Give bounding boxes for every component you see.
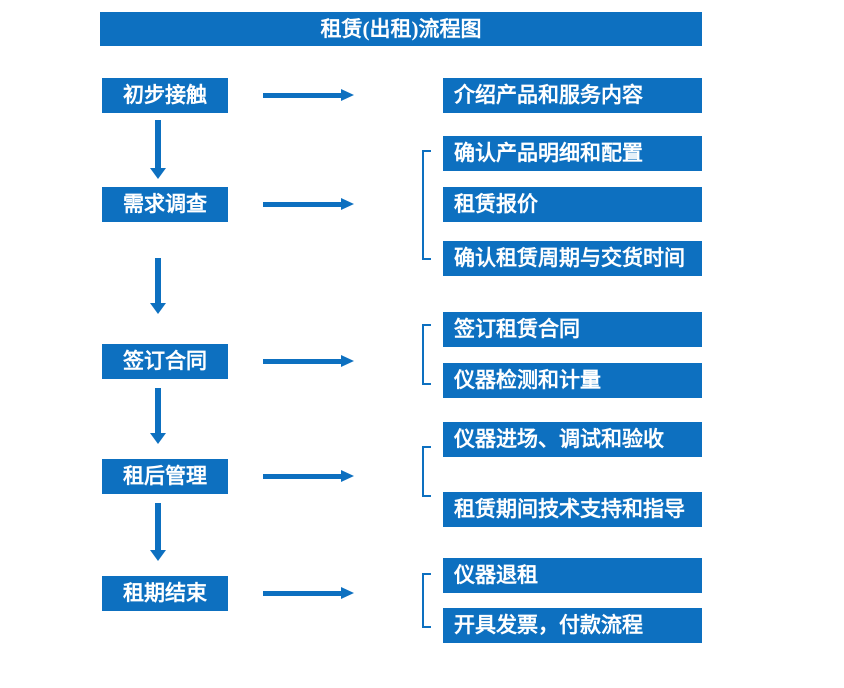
detail-box-confirm-period: 确认租赁周期与交货时间 <box>443 241 702 276</box>
down-arrow-icon <box>150 258 166 314</box>
step-box-needs-survey: 需求调查 <box>102 187 228 222</box>
down-arrow-icon <box>150 120 166 179</box>
detail-box-instrument-return: 仪器退租 <box>443 558 702 593</box>
right-arrow-icon <box>263 585 354 601</box>
step-box-rental-end: 租期结束 <box>102 576 228 611</box>
down-arrow-icon <box>150 388 166 444</box>
page-title: 租赁(出租)流程图 <box>100 12 702 46</box>
detail-box-tech-support: 租赁期间技术支持和指导 <box>443 492 702 527</box>
step-box-post-rental-mgmt: 租后管理 <box>102 459 228 494</box>
step-box-initial-contact: 初步接触 <box>102 78 228 113</box>
right-arrow-icon <box>263 87 354 103</box>
detail-box-sign-rental-contract: 签订租赁合同 <box>443 312 702 347</box>
group-bracket-icon <box>422 324 431 385</box>
right-arrow-icon <box>263 353 354 369</box>
detail-box-instrument-setup: 仪器进场、调试和验收 <box>443 422 702 457</box>
detail-box-instrument-testing: 仪器检测和计量 <box>443 363 702 398</box>
down-arrow-icon <box>150 503 166 561</box>
right-arrow-icon <box>263 468 354 484</box>
group-bracket-icon <box>422 573 431 628</box>
group-bracket-icon <box>422 446 431 497</box>
group-bracket-icon <box>422 150 431 260</box>
detail-box-rental-quote: 租赁报价 <box>443 187 702 222</box>
detail-box-confirm-details: 确认产品明细和配置 <box>443 136 702 171</box>
detail-box-invoice-payment: 开具发票，付款流程 <box>443 608 702 643</box>
right-arrow-icon <box>263 196 354 212</box>
step-box-sign-contract: 签订合同 <box>102 344 228 379</box>
detail-box-introduce-products: 介绍产品和服务内容 <box>443 78 702 113</box>
